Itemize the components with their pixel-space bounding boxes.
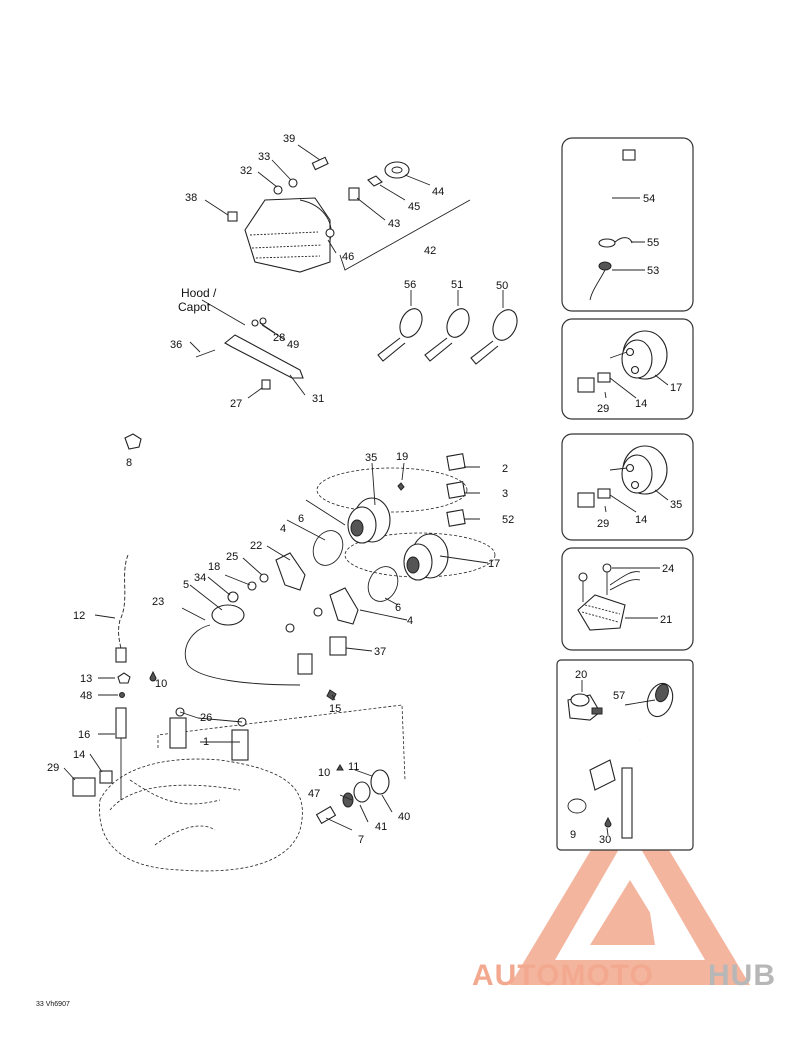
ignition-switch [315, 764, 390, 825]
cluster-hardware [184, 573, 347, 701]
callout-6-lower: 6 [395, 602, 401, 614]
callout-12: 12 [73, 610, 85, 622]
callout-38: 38 [185, 192, 197, 204]
callout-37: 37 [374, 646, 386, 658]
callout-44: 44 [432, 186, 444, 198]
wiring-harness [99, 704, 406, 872]
callout-27: 27 [230, 398, 242, 410]
speedo-cable [589, 149, 645, 301]
headlight-fasteners [273, 156, 410, 201]
callout-18: 18 [208, 561, 220, 573]
callout-39: 39 [283, 133, 295, 145]
callout-28: 28 [273, 332, 285, 344]
callout-4-lower: 4 [407, 615, 413, 627]
callout-36-hood: 36 [170, 339, 182, 351]
callout-9: 9 [570, 829, 576, 841]
leader-lines-headlight [204, 144, 471, 271]
callout-17-main: 17 [488, 558, 500, 570]
hood-label-line1: Hood / [181, 286, 217, 300]
callout-29-inset2: 29 [597, 518, 609, 530]
reference-code: 33 Vh6907 [36, 1001, 70, 1008]
callout-55: 55 [647, 237, 659, 249]
callout-48: 48 [80, 690, 92, 702]
callout-26: 26 [200, 712, 212, 724]
callout-25: 25 [226, 551, 238, 563]
callout-51: 51 [451, 279, 463, 291]
callout-52: 52 [502, 514, 514, 526]
gauge-36 [577, 445, 669, 513]
callout-47: 47 [308, 788, 320, 800]
switches-parts [567, 680, 674, 839]
callout-14-inset2: 14 [635, 514, 647, 526]
part-8-clip [124, 433, 142, 450]
callout-13: 13 [80, 673, 92, 685]
callout-6-upper: 6 [298, 513, 304, 525]
callout-45: 45 [408, 201, 420, 213]
callout-10-right: 10 [318, 767, 330, 779]
callout-56: 56 [404, 279, 416, 291]
callout-32: 32 [240, 165, 252, 177]
instrument-cluster [275, 467, 496, 625]
watermark-text-hub: HUB [708, 959, 776, 992]
callout-43: 43 [388, 218, 400, 230]
callout-24: 24 [662, 563, 674, 575]
harness-connectors [72, 554, 249, 800]
callout-57: 57 [613, 690, 625, 702]
inset-speedo-cable [561, 137, 694, 312]
callout-33: 33 [258, 151, 270, 163]
callout-labels: 39 33 32 38 44 45 43 42 46 Hood / Capot … [36, 133, 682, 1008]
callout-35-inset: 35 [670, 499, 682, 511]
callout-29-left: 29 [47, 762, 59, 774]
callout-1: 1 [203, 736, 209, 748]
callout-40: 40 [398, 811, 410, 823]
callout-4-upper: 4 [280, 523, 286, 535]
callout-31: 31 [312, 393, 324, 405]
callout-34: 34 [194, 572, 206, 584]
gauge-17 [577, 330, 669, 399]
callout-41: 41 [375, 821, 387, 833]
callout-29-inset1: 29 [597, 403, 609, 415]
callout-35-main: 35 [365, 452, 377, 464]
callout-3: 3 [502, 488, 508, 500]
callout-49: 49 [287, 339, 299, 351]
callout-15: 15 [329, 703, 341, 715]
watermark-logo [510, 785, 750, 985]
callout-11: 11 [348, 761, 359, 773]
callout-53: 53 [647, 265, 659, 277]
hood-bracket [189, 299, 306, 399]
callout-30: 30 [599, 834, 611, 846]
callout-50: 50 [496, 280, 508, 292]
callout-2: 2 [502, 463, 508, 475]
callout-46: 46 [342, 251, 354, 263]
callout-17-inset: 17 [670, 382, 682, 394]
callout-5: 5 [183, 579, 189, 591]
indicator-lamps [397, 453, 480, 527]
cable-ties [377, 290, 518, 365]
callout-16: 16 [78, 729, 90, 741]
callout-8: 8 [126, 457, 132, 469]
callout-14-inset1: 14 [635, 398, 647, 410]
hood-label-line2: Capot [178, 300, 211, 314]
leader-lines-cluster [181, 462, 489, 701]
callout-23: 23 [152, 596, 164, 608]
leader-lines-harness [63, 614, 393, 831]
callout-42: 42 [424, 245, 436, 257]
callout-20: 20 [575, 669, 587, 681]
callout-22: 22 [250, 540, 262, 552]
callout-7: 7 [358, 834, 364, 846]
watermark-text-automoto: AUTOMOTO [472, 959, 654, 992]
callout-10-left: 10 [155, 678, 167, 690]
callout-14-left: 14 [73, 749, 85, 761]
callout-54: 54 [643, 193, 655, 205]
headlight-assembly [227, 197, 335, 273]
voltage-regulator [577, 563, 660, 631]
callout-21: 21 [660, 614, 672, 626]
callout-19: 19 [396, 451, 408, 463]
